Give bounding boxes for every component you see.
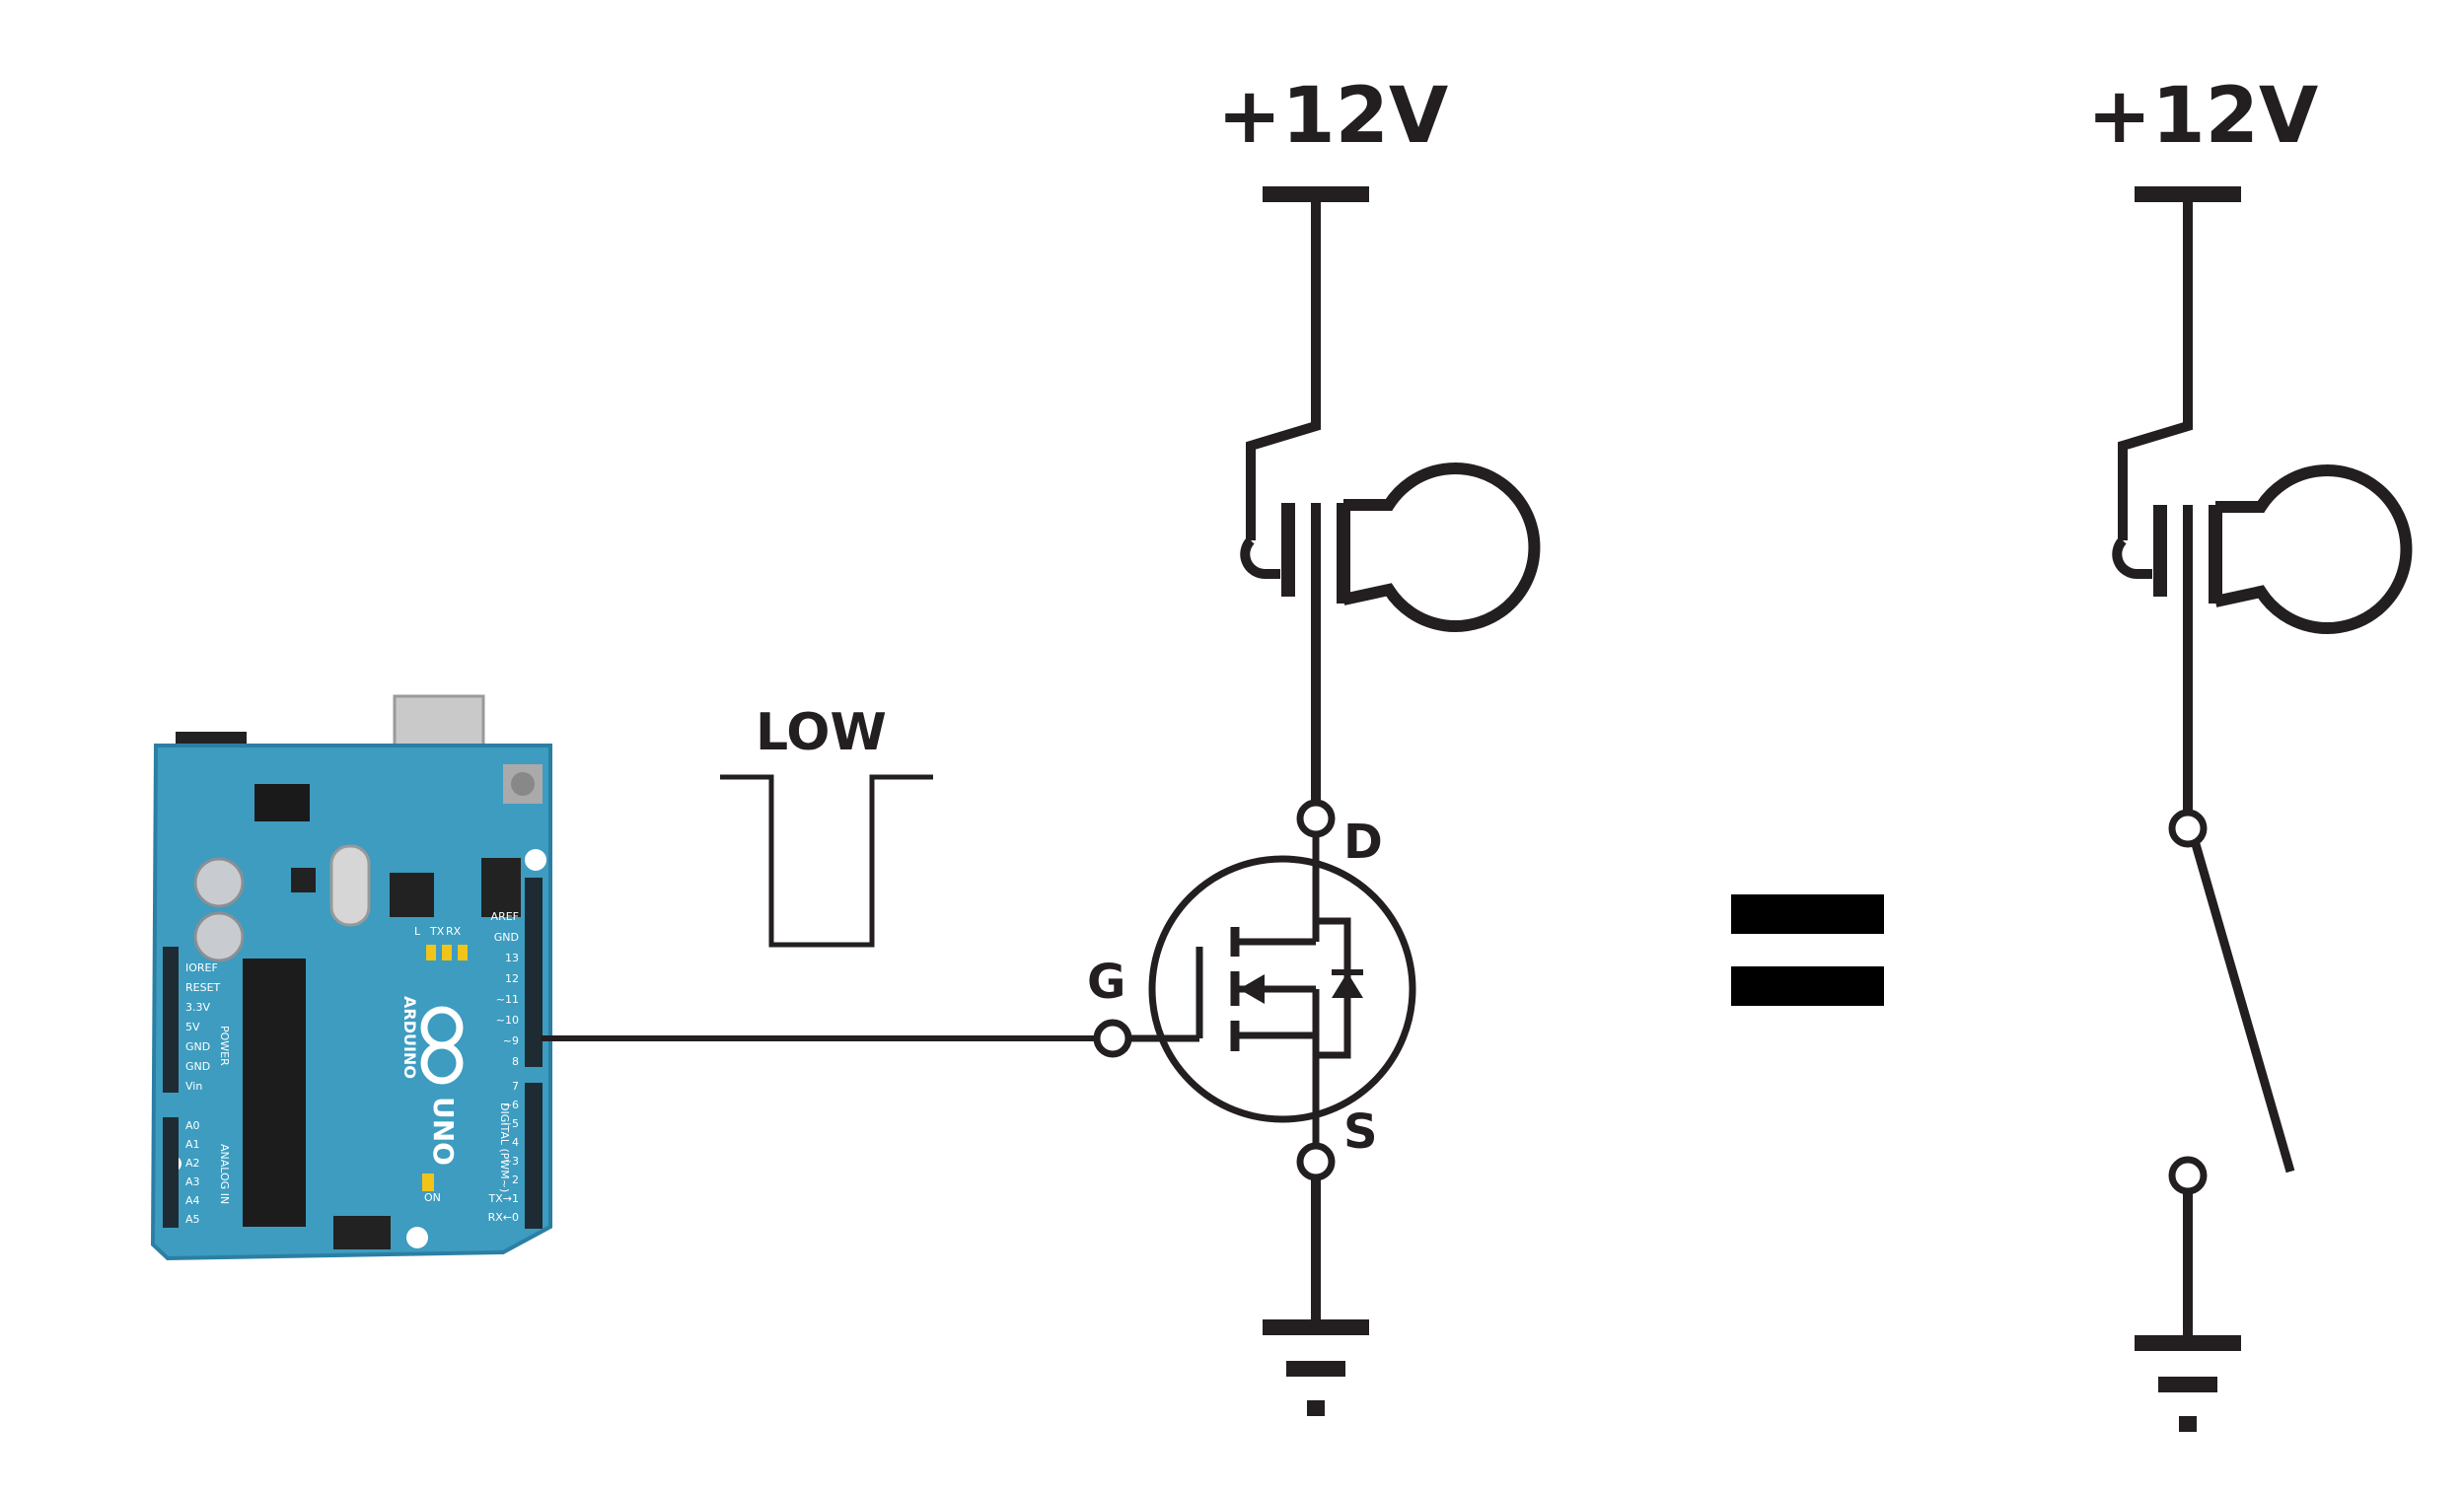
- pin-label: ~3: [503, 1155, 519, 1168]
- pin-label: 4: [512, 1136, 519, 1149]
- pin-label: ~6: [503, 1099, 519, 1111]
- pin-label: 12: [505, 972, 519, 985]
- right-circuit: +12V: [2087, 72, 2413, 1432]
- pin-label: A1: [185, 1138, 200, 1151]
- analog-label: ANALOG IN: [218, 1144, 231, 1204]
- pin-label: ~11: [496, 993, 519, 1006]
- arduino-logo-icon: [420, 1006, 464, 1085]
- drain-terminal: [1296, 799, 1336, 838]
- source-terminal: [1296, 1142, 1336, 1181]
- pin-label: 7: [512, 1080, 519, 1093]
- digital-top-pin-labels: AREF GND 13 12 ~11 ~10 ~9 8: [491, 910, 519, 1068]
- pin-label: A0: [185, 1119, 200, 1132]
- pin-label: GND: [185, 1040, 210, 1053]
- microcontroller-chip: [243, 959, 306, 1227]
- on-label: ON: [424, 1191, 441, 1204]
- switch-bottom-terminal: [2168, 1156, 2208, 1195]
- power-label: POWER: [218, 1026, 231, 1066]
- gate-terminal: [1093, 1019, 1132, 1058]
- power-pin-labels: IOREF RESET 3.3V 5V GND GND Vin: [185, 961, 221, 1093]
- digital-header-top: [525, 878, 543, 1067]
- power-header: [163, 947, 179, 1093]
- signal-label: LOW: [756, 703, 887, 762]
- left-relay-icon: [1240, 462, 1541, 818]
- digital-bottom-pin-labels: 7 ~6 ~5 4 ~3 2TX→1RX←0: [488, 1080, 519, 1224]
- pin-label: 3.3V: [185, 1001, 210, 1014]
- pin-label: A3: [185, 1175, 200, 1188]
- switch-lever: [2191, 842, 2295, 1173]
- pin-label: RESET: [185, 981, 221, 994]
- digital-label: DIGITAL (PWM~): [498, 1102, 511, 1192]
- pin-label: A4: [185, 1194, 200, 1207]
- pin-label: Vin: [185, 1080, 202, 1093]
- led-label: L: [414, 925, 421, 938]
- pin-label: 2: [512, 1173, 519, 1186]
- right-relay-icon: [2112, 464, 2413, 811]
- drain-label: D: [1343, 815, 1383, 870]
- arduino-board: ARDUINO UNO DIGITAL (PWM~) POWER ANALOG …: [150, 694, 552, 1261]
- pin-label: ~9: [503, 1034, 519, 1047]
- pin-label: 8: [512, 1055, 519, 1068]
- pin-label: A5: [185, 1213, 200, 1226]
- analog-header: [163, 1117, 179, 1228]
- pin-label: A2: [185, 1157, 200, 1170]
- switch-top-terminal: [2168, 809, 2208, 848]
- pin-label: 13: [505, 952, 519, 964]
- pin-label: IOREF: [185, 961, 218, 974]
- equals-sign-icon: =: [1731, 894, 1884, 1006]
- source-label: S: [1343, 1104, 1378, 1160]
- pin-label: 5V: [185, 1021, 200, 1033]
- right-ground-icon: [2135, 1335, 2241, 1432]
- left-ground-icon: [1263, 1319, 1369, 1416]
- low-pulse-symbol: LOW: [720, 703, 933, 948]
- right-supply-label: +12V: [2087, 72, 2318, 161]
- pin-label: GND: [185, 1060, 210, 1073]
- pin-label: GND: [494, 931, 519, 944]
- mosfet-symbol: [1113, 855, 1416, 1123]
- gate-label: G: [1087, 955, 1125, 1010]
- board-pcb: [150, 744, 552, 1261]
- pin-label: ~5: [503, 1117, 519, 1130]
- left-circuit: +12V D: [1087, 72, 1541, 1416]
- left-supply-label: +12V: [1217, 72, 1448, 161]
- led-label: RX: [446, 925, 462, 938]
- led-label: TX: [429, 925, 445, 938]
- pin-label: AREF: [491, 910, 519, 923]
- digital-header-bottom: [525, 1083, 543, 1229]
- pin-label: ~10: [496, 1014, 519, 1027]
- pin-label: TX→1: [488, 1192, 519, 1205]
- board-brand: ARDUINO: [400, 996, 419, 1079]
- pin-label: RX←0: [488, 1211, 519, 1224]
- board-model: UNO: [427, 1097, 460, 1166]
